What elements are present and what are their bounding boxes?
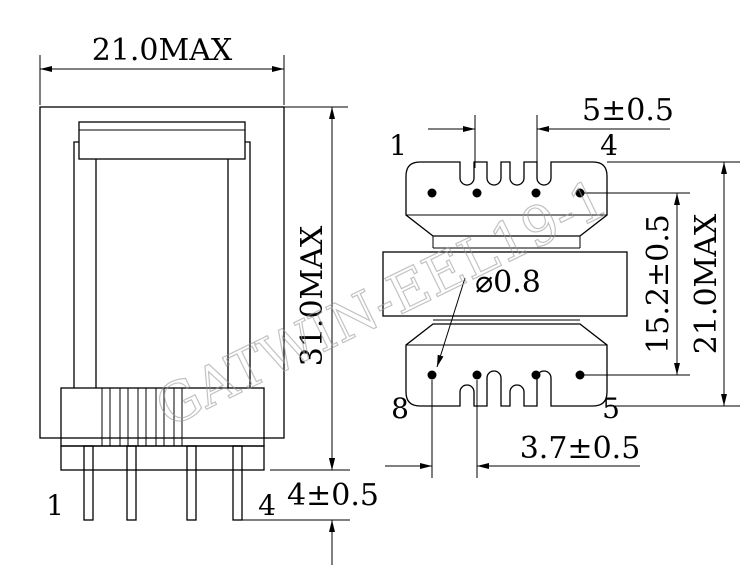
pin-8-label: 8 <box>391 392 409 425</box>
core-center <box>382 251 628 317</box>
base-foot <box>60 445 265 471</box>
hole-leader <box>436 277 466 368</box>
row-spacing-label: 15.2±0.5 <box>641 214 676 354</box>
pin-hole-6 <box>531 370 541 380</box>
bobbin-top-flange <box>78 121 246 160</box>
pin-5-label: 5 <box>602 392 620 425</box>
watermark: GATWIN-EEL19-1 <box>146 167 617 440</box>
pin-hole-1 <box>427 188 437 198</box>
side-pins <box>83 445 243 521</box>
pin-1-label: 1 <box>389 129 407 162</box>
pitch-label: 5±0.5 <box>582 93 674 128</box>
hole-diameter-label: ⌀0.8 <box>475 265 541 300</box>
side-pin-right-label: 4 <box>258 489 276 522</box>
bottom-view: 5±0.5 1 4 8 5 ⌀0.8 <box>382 93 740 478</box>
width-label: 21.0MAX <box>92 33 233 68</box>
pin-holes <box>427 188 585 380</box>
base-slots <box>101 388 183 446</box>
core-inner-right <box>245 141 251 388</box>
pin-length-label: 4±0.5 <box>287 478 379 513</box>
pin-4-label: 4 <box>600 129 618 162</box>
top-bobbin-outline <box>405 161 608 237</box>
bottom-bobbin-outline <box>405 323 608 407</box>
pin-hole-3 <box>531 188 541 198</box>
outer-core <box>39 106 285 439</box>
pin-hole-7 <box>472 370 482 380</box>
core-inner-left <box>73 141 79 388</box>
offset-label: 3.7±0.5 <box>520 431 641 466</box>
pin-hole-8 <box>427 370 437 380</box>
height-label: 31.0MAX <box>295 225 330 366</box>
side-view: 21.0MAX <box>39 33 379 565</box>
pin-hole-2 <box>472 188 482 198</box>
side-pin-left-label: 1 <box>46 489 64 522</box>
overall-width-label: 21.0MAX <box>689 213 724 354</box>
